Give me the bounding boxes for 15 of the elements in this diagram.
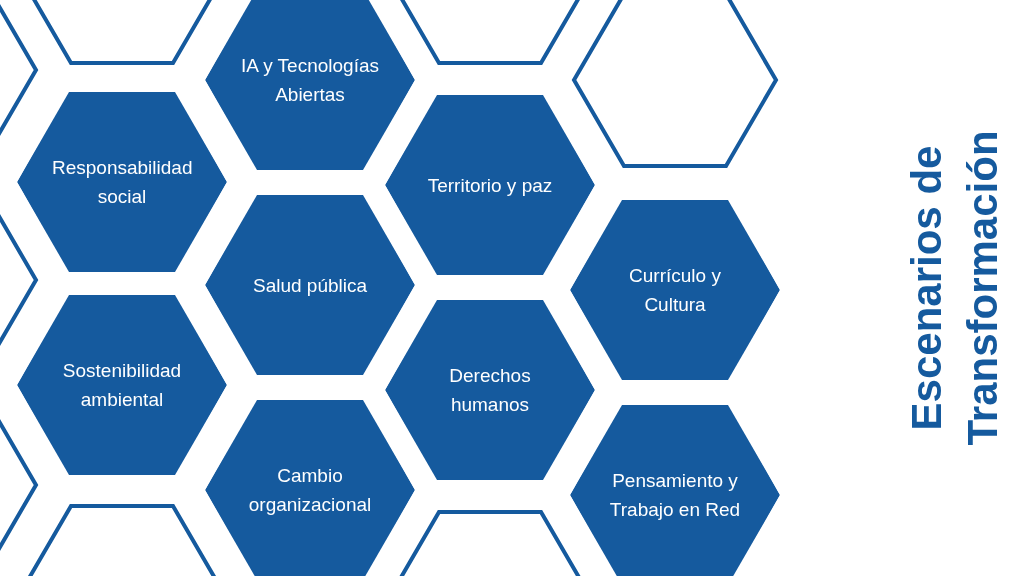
vertical-title: Escenarios de Transformación bbox=[902, 129, 1007, 448]
hexagon-label: Derechos humanos bbox=[448, 364, 532, 417]
hexagon-label: Sostenibilidad ambiental bbox=[61, 359, 183, 412]
hexagon-outline bbox=[570, 0, 780, 170]
hexagon-label: Pensamiento y Trabajo en Red bbox=[608, 469, 742, 522]
hexagon-label: IA y Tecnologías Abiertas bbox=[240, 54, 380, 107]
hexagon-label: Responsabilidad social bbox=[52, 156, 192, 209]
hexagon-label: Currículo y Cultura bbox=[628, 264, 722, 317]
hexagon-label: Salud pública bbox=[251, 273, 369, 298]
hexagon-outline bbox=[30, 0, 214, 67]
hexagon-outline bbox=[26, 502, 218, 576]
hexagon-outline bbox=[397, 508, 583, 576]
hexagon-outline bbox=[398, 0, 582, 67]
hexagon-label: Territorio y paz bbox=[426, 173, 554, 198]
hexagon-label: Cambio organizacional bbox=[247, 464, 373, 517]
